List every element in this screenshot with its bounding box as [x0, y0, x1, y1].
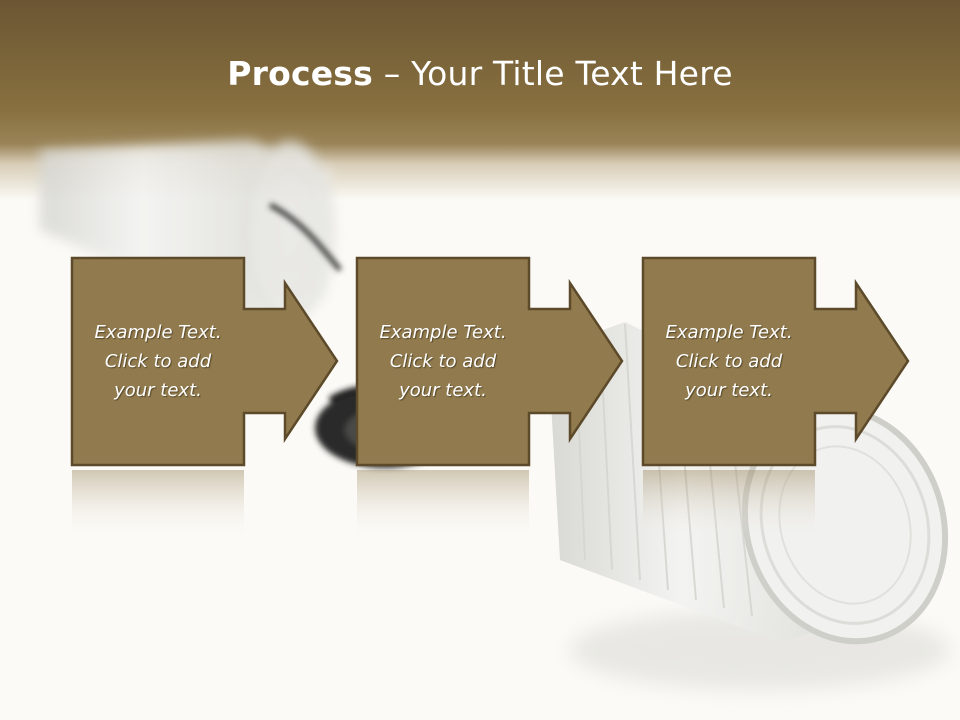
title-rest: Your Title Text Here	[411, 54, 733, 93]
slide-title[interactable]: Process – Your Title Text Here	[0, 52, 960, 96]
step-text-2[interactable]: Example Text. Click to add your text.	[379, 321, 507, 401]
process-step-2[interactable]: Example Text. Click to add your text.	[357, 258, 529, 464]
step-text-1[interactable]: Example Text. Click to add your text.	[94, 321, 222, 401]
string-icon	[268, 202, 342, 272]
tin-can-icon	[40, 140, 334, 320]
process-step-3[interactable]: Example Text. Click to add your text.	[643, 258, 815, 464]
step-shape-1	[70, 256, 339, 467]
step-shape-2	[355, 256, 624, 467]
title-separator: –	[373, 54, 412, 93]
step-text-3[interactable]: Example Text. Click to add your text.	[665, 321, 793, 401]
reflections	[72, 470, 815, 540]
title-bold: Process	[227, 54, 373, 93]
process-step-1[interactable]: Example Text. Click to add your text.	[72, 258, 244, 464]
step-shape-3	[641, 256, 910, 467]
